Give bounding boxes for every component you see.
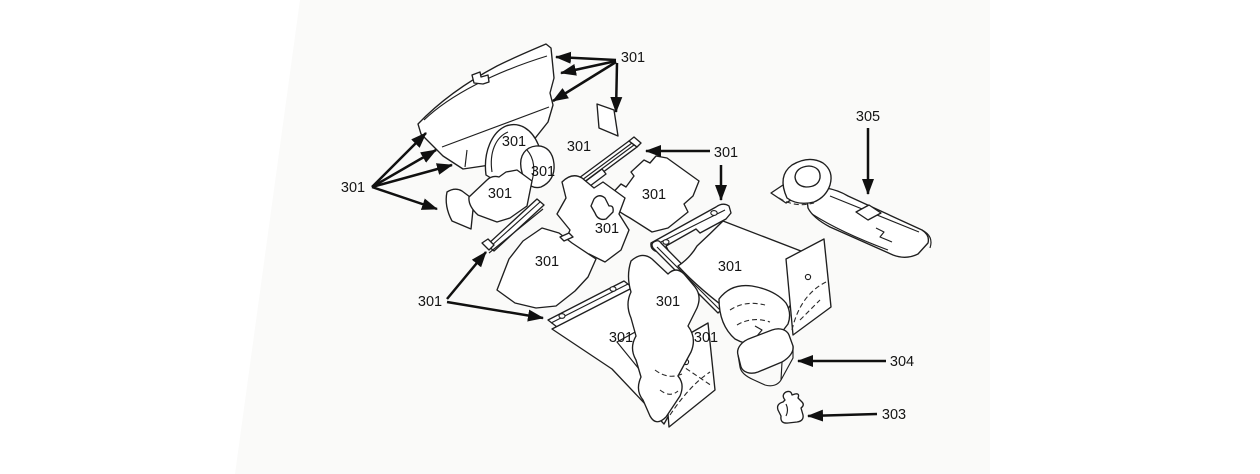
sill-strip-left-endcap (481, 238, 495, 251)
inline-label-301-arch: 301 (502, 134, 526, 150)
panel-center-outline (496, 227, 597, 309)
console-rect-hole (855, 204, 882, 221)
inline-label-301-panel-right-upper: 301 (642, 187, 666, 203)
part-tunnel-center (556, 175, 630, 263)
callout-label-301-left: 301 (341, 180, 365, 196)
wavy-sheet-hidden-2 (659, 389, 679, 395)
wavy-sheet-hidden-1 (654, 369, 683, 377)
callout-label-305: 305 (856, 109, 880, 125)
console-bottom-ridge (811, 213, 889, 251)
side-wall-right-hidden-1 (791, 281, 827, 331)
dash-insulator-tab (471, 71, 490, 85)
callout-label-301-topright: 301 (621, 50, 645, 66)
arrow-topright-301-2 (560, 59, 617, 76)
inline-label-301-cylinder: 301 (531, 164, 555, 180)
callout-label-301-midright: 301 (714, 145, 738, 161)
part-wavy-tunnel-sheet (627, 254, 700, 423)
console-end-curl (921, 229, 932, 249)
dash-insulator-band-line (441, 106, 550, 148)
pad-front-face (737, 346, 794, 387)
bracket-sill-outline (650, 203, 732, 253)
callout-label-303: 303 (882, 407, 906, 423)
floor-side-wall-hidden-1 (669, 371, 711, 416)
callout-label-301-bottomleft: 301 (418, 294, 442, 310)
console-body (806, 187, 930, 258)
grommet-outline (776, 390, 804, 424)
dash-insulator-top-fold (423, 55, 548, 121)
console-boot-opening (794, 165, 821, 188)
callout-label-304: 304 (890, 354, 914, 370)
inline-label-301-panel-left: 301 (488, 186, 512, 202)
tunnel-center-cutout (590, 195, 614, 221)
arrow-topright-301-4 (610, 62, 623, 113)
console-step-notch (875, 227, 893, 243)
arrow-left-301-3 (371, 163, 453, 189)
part-grommet (776, 390, 804, 424)
part-side-wall-right (785, 238, 832, 336)
arrow-bottomleft-301-2 (446, 300, 544, 322)
callout-arrows-layer (371, 51, 886, 422)
side-wall-right-hidden-2 (799, 299, 821, 321)
grommet-inner-line (785, 403, 789, 417)
arrow-bottomleft-301-1 (446, 251, 487, 300)
side-wall-right-outline (785, 238, 832, 336)
arrow-left-301-2 (371, 148, 437, 189)
arrow-left-301-4 (371, 185, 438, 211)
wheel-arch-hidden-1 (729, 302, 766, 311)
sill-strip-left-line (489, 201, 541, 248)
part-sill-strip-left (481, 198, 545, 254)
bracket-hole-left (662, 239, 670, 245)
part-panel-left (468, 169, 533, 223)
tunnel-arch-inner-arc (490, 131, 509, 173)
inline-label-301-floor-panel: 301 (609, 330, 633, 346)
labels-layer: 301 301 301 301 305 304 303 301 301 301 … (341, 50, 914, 423)
sill-strip-upper-line-1 (577, 142, 633, 184)
sill-strip-left-band (486, 198, 545, 252)
inline-label-301-upper-mid: 301 (567, 139, 591, 155)
part-bracket-sill (650, 203, 732, 253)
inline-label-301-panel-center: 301 (535, 254, 559, 270)
part-flap-left (445, 188, 475, 230)
part-insulation-pad (736, 328, 794, 387)
arrow-left-301-1 (371, 132, 427, 188)
bracket-hole-right (710, 210, 718, 216)
wheel-arch-hidden-2 (736, 319, 771, 326)
inline-label-301-wavy-sheet: 301 (656, 294, 680, 310)
inline-label-301-panel-right-lower: 301 (718, 259, 742, 275)
side-wall-right-hole (804, 273, 812, 281)
arrow-topright-301-1 (555, 51, 617, 64)
panel-center-slot (559, 232, 574, 242)
arrow-topright-301-3 (552, 60, 617, 103)
pad-corner-edge (780, 361, 783, 381)
inline-label-301-floor-side-wall: 301 (694, 330, 718, 346)
sill-strip-left-thickness (488, 208, 544, 254)
wavy-sheet-outline (627, 254, 700, 423)
console-boot-hidden-base (778, 197, 815, 206)
floor-sill-hole-left (558, 313, 566, 319)
dash-insulator-skirt-line-1 (464, 149, 468, 168)
part-tunnel-console (770, 158, 932, 258)
parts-layer (417, 43, 932, 428)
inline-label-301-tunnel-center: 301 (595, 221, 619, 237)
arrow-303 (807, 409, 878, 422)
part-panel-center (496, 227, 597, 309)
hump-cylinder-outline (519, 145, 555, 189)
sill-strip-upper-endcap (628, 136, 642, 148)
floor-sill-hole-right (609, 286, 617, 292)
